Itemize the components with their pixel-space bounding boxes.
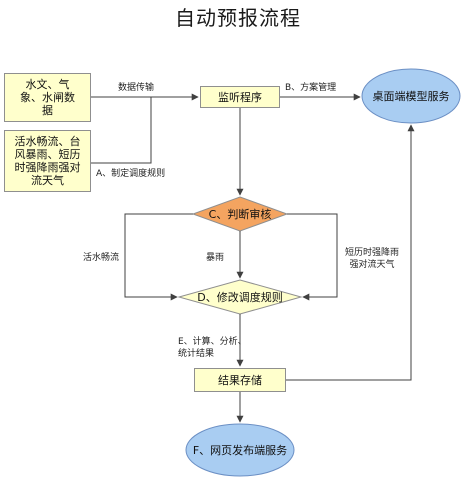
listener-text: 监听程序 — [218, 90, 262, 104]
label-active-flow: 活水畅流 — [83, 253, 120, 263]
weather-types-box: 活水畅流、台风暴雨、短历时强降雨强对流天气 — [4, 130, 91, 192]
label-calc-line1: E、计算、分析、 — [178, 337, 247, 347]
edge-active-flow — [124, 213, 193, 301]
source-data-box: 水文、气象、水闸数据 — [4, 73, 91, 122]
web-service-label: F、网页发布端服务 — [192, 443, 288, 457]
edge-short-rain — [287, 213, 338, 301]
store-results-box: 结果存储 — [194, 368, 286, 392]
label-calc-line2: 统计结果 — [178, 349, 215, 359]
judge-label: C、判断审核 — [208, 207, 272, 221]
desktop-service-label: 桌面端模型服务 — [372, 89, 450, 103]
label-plan-management: B、方案管理 — [285, 83, 337, 93]
page-title: 自动预报流程 — [175, 6, 301, 30]
edge-rules-join — [91, 97, 152, 164]
store-results-text: 结果存储 — [218, 373, 262, 387]
label-short-rain-line2: 强对流天气 — [349, 260, 395, 270]
weather-types-text: 活水畅流、台风暴雨、短历时强降雨强对流天气 — [14, 135, 81, 187]
web-service-ellipse — [185, 423, 295, 477]
label-make-rules: A、制定调度规则 — [96, 169, 166, 179]
label-short-rain: 短历时强降雨 强对流天气 — [340, 247, 404, 271]
listener-box: 监听程序 — [200, 86, 280, 108]
modify-rules-label: D、修改调度规则 — [197, 290, 283, 304]
label-short-rain-line1: 短历时强降雨 — [344, 248, 399, 258]
desktop-service-ellipse — [361, 68, 461, 124]
label-calc-results: E、计算、分析、 统计结果 — [178, 336, 247, 360]
source-data-text: 水文、气象、水闸数据 — [20, 78, 75, 117]
label-data-transfer: 数据传输 — [118, 83, 155, 93]
edge-store-desktop — [286, 124, 415, 381]
label-rainstorm: 暴雨 — [206, 253, 225, 263]
